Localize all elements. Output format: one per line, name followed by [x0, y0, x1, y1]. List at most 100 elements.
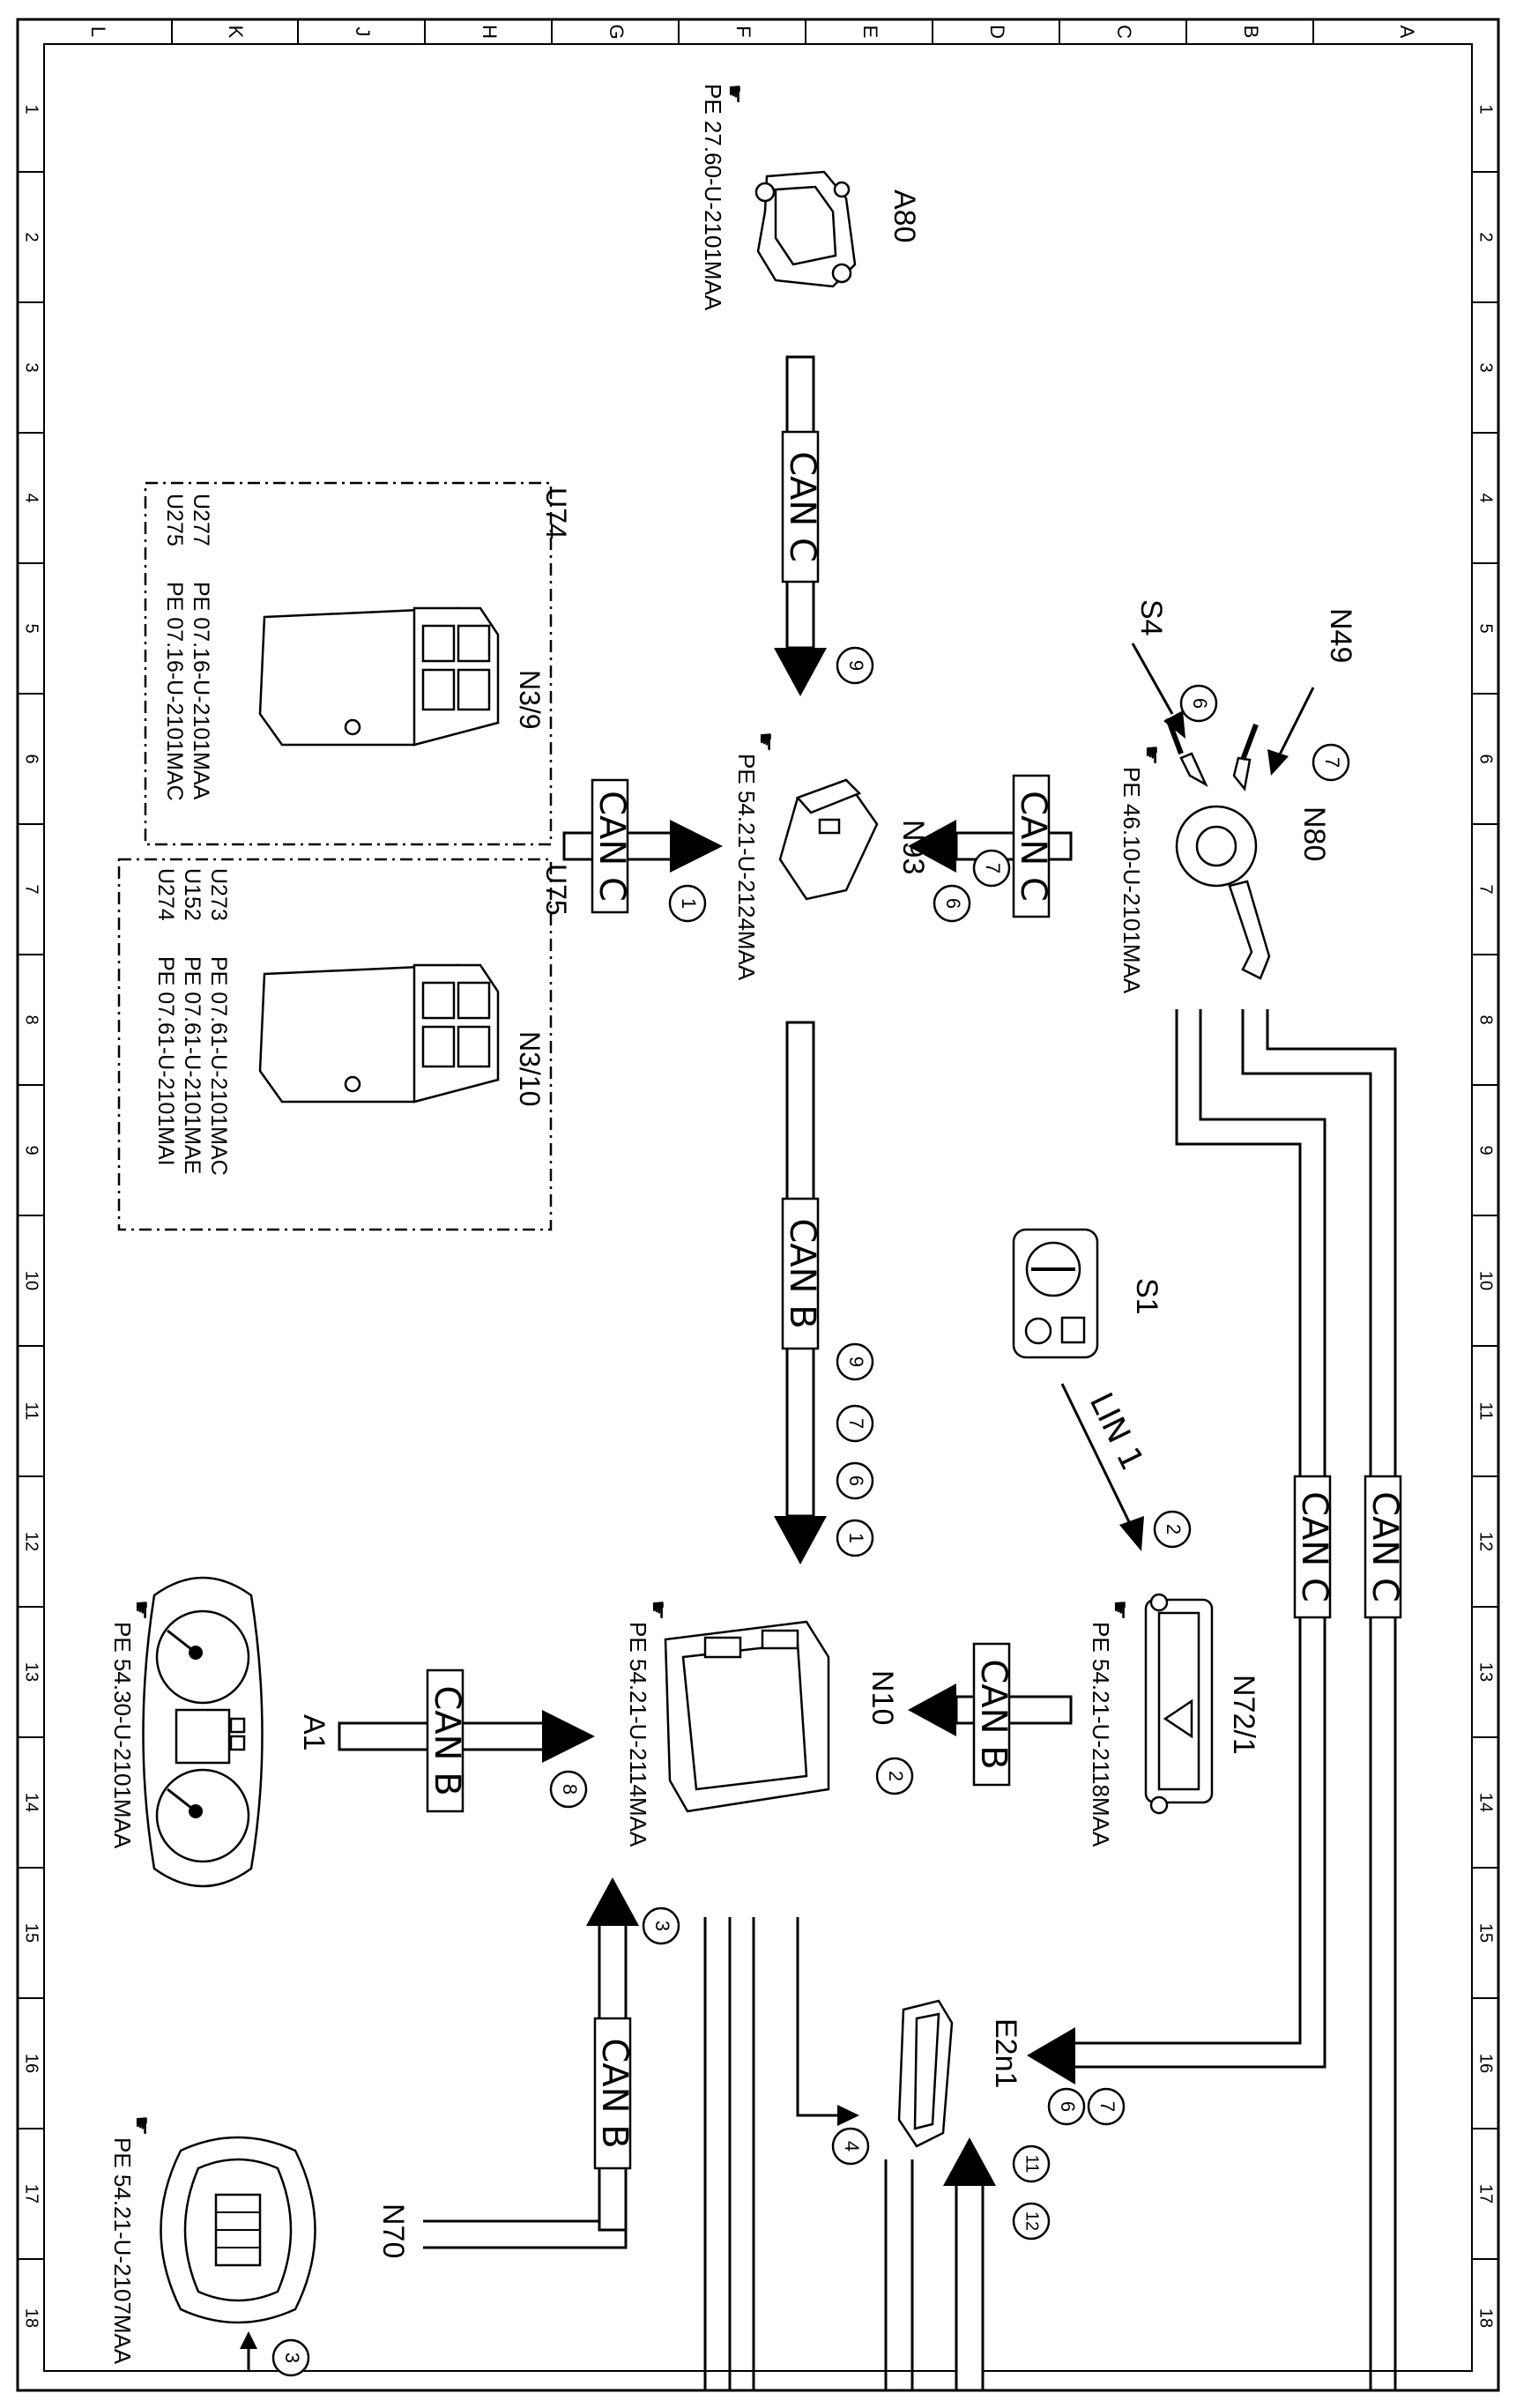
marker-7c	[836, 1404, 874, 1443]
grid-col-right-18: 18	[1476, 2308, 1496, 2328]
marker-7a	[1312, 743, 1350, 782]
grid-col-left-6: 6	[22, 754, 41, 763]
grid-row-L: L	[87, 26, 109, 37]
grid-row-E: E	[859, 26, 881, 39]
grid-col-right-3: 3	[1476, 362, 1496, 372]
grid-col-left-9: 9	[22, 1145, 41, 1155]
ref-a80: PE 27.60-U-2101MAA	[700, 84, 726, 311]
grid-col-right-2: 2	[1476, 232, 1496, 242]
grid-col-left-7: 7	[22, 884, 41, 894]
bus-s1-n721: LIN 1	[1060, 1383, 1150, 1551]
bus-n80-e2n1: CAN C CAN C	[1027, 1009, 1405, 2390]
marker-3b	[271, 2338, 310, 2377]
code-u273: U273	[206, 868, 231, 921]
bus-a1-n10: CAN B	[338, 1669, 595, 1813]
pointer-arrows	[1131, 643, 1315, 776]
grid-col-right-14: 14	[1476, 1793, 1496, 1812]
grid-col-right-10: 10	[1476, 1271, 1496, 1290]
grid-col-left-18: 18	[22, 2308, 41, 2328]
bus-label-a80-n93: CAN C	[782, 451, 822, 562]
grid-col-left-12: 12	[22, 1532, 41, 1551]
lines-n10-bottom	[703, 1917, 996, 2392]
label-n721: N72/1	[1227, 1675, 1260, 1755]
component-a1-drawing	[142, 1576, 264, 1888]
ref-a1: PE 54.30-U-2101MAA	[109, 1622, 136, 1849]
grid-col-right-11: 11	[1476, 1402, 1496, 1421]
top-grid-letters: L K J H G F E D C B A	[87, 19, 1418, 44]
sheet-outer-frame	[16, 18, 1500, 2392]
bus-n39-n93: CAN C	[562, 778, 723, 914]
grid-col-right-12: 12	[1476, 1532, 1496, 1551]
label-e2n1: E2n1	[989, 2018, 1022, 2088]
label-n310: N3/10	[514, 1031, 546, 1106]
marker-2a	[1153, 1510, 1192, 1549]
grid-col-right-4: 4	[1476, 493, 1496, 502]
marker-6c	[836, 1461, 874, 1500]
component-e2n1-drawing	[897, 1999, 954, 2148]
component-n70-drawing	[160, 2136, 316, 2324]
bus-label-can-c-inner: CAN C	[1294, 1491, 1334, 1602]
sheet-inner-frame	[43, 43, 1473, 2372]
grid-col-right-1: 1	[1476, 104, 1496, 114]
marker-8	[549, 1770, 588, 1809]
marker-7d	[1087, 2087, 1126, 2126]
grid-col-left-4: 4	[22, 493, 41, 502]
grid-row-B: B	[1240, 26, 1262, 39]
marker-1a	[668, 884, 707, 923]
marker-1a-text: 1	[678, 898, 700, 909]
label-n70: N70	[376, 2204, 410, 2258]
component-n721-drawing	[1144, 1593, 1214, 1815]
bus-n93-n10: CAN B	[774, 1021, 827, 1564]
label-a1: A1	[297, 1714, 331, 1751]
marker-11-text: 11	[1022, 2155, 1042, 2174]
grid-col-left-10: 10	[22, 1271, 41, 1290]
code-u275: U275	[162, 494, 187, 546]
marker-6c-text: 6	[845, 1475, 867, 1486]
label-a80: A80	[888, 190, 921, 243]
component-n93-drawing	[778, 778, 879, 901]
grid-col-left-5: 5	[22, 623, 41, 633]
label-n49: N49	[1324, 608, 1357, 663]
code-u274: U274	[153, 868, 178, 921]
marker-6d	[1047, 2087, 1086, 2126]
bus-label-n80-n93: CAN C	[1013, 791, 1053, 902]
label-n80: N80	[1297, 806, 1331, 861]
ref-icon-a80: ☛	[722, 84, 748, 104]
marker-11	[1012, 2144, 1051, 2183]
bus-label-n93-n10: CAN B	[782, 1218, 822, 1328]
component-n10-drawing	[664, 1620, 830, 1813]
bus-label-lin1: LIN 1	[1082, 1387, 1150, 1476]
ref-u275: PE 07.16-U-2101MAC	[162, 582, 187, 801]
grid-col-right-17: 17	[1476, 2184, 1496, 2204]
marker-1b-text: 1	[845, 1533, 867, 1543]
marker-7b-text: 7	[982, 863, 1004, 873]
marker-7b	[972, 849, 1011, 888]
grid-col-right-5: 5	[1476, 623, 1496, 633]
grid-col-right-13: 13	[1476, 1662, 1496, 1682]
marker-8-text: 8	[559, 1784, 581, 1795]
bus-a80-n93: CAN C	[774, 355, 827, 696]
grid-col-right-15: 15	[1476, 1923, 1496, 1943]
marker-9a-text: 9	[845, 660, 867, 671]
label-u75: U75	[540, 864, 572, 916]
marker-9b-text: 9	[845, 1356, 867, 1367]
bus-n80-n93: CAN C	[908, 774, 1073, 918]
grid-col-right-7: 7	[1476, 884, 1496, 894]
grid-col-left-3: 3	[22, 362, 41, 372]
ref-icon-n80: ☛	[1139, 745, 1165, 765]
marker-4-text: 4	[841, 2141, 863, 2152]
grid-col-right-6: 6	[1476, 754, 1496, 763]
grid-col-left-15: 15	[22, 1923, 41, 1943]
bus-label-n70-n10: CAN B	[594, 2038, 635, 2148]
ref-n721: PE 54.21-U-2118MAA	[1088, 1622, 1114, 1847]
marker-6a	[1179, 684, 1218, 723]
marker-7c-text: 7	[845, 1418, 867, 1429]
marker-12	[1012, 2202, 1051, 2241]
grid-col-left-14: 14	[22, 1793, 41, 1812]
marker-3a-text: 3	[651, 1921, 673, 1931]
label-s4: S4	[1134, 599, 1168, 636]
component-a80-drawing	[754, 170, 857, 288]
ref-icon-n721: ☛	[1107, 1600, 1133, 1620]
grid-row-D: D	[986, 25, 1008, 39]
ref-u277: PE 07.16-U-2101MAA	[189, 582, 213, 800]
